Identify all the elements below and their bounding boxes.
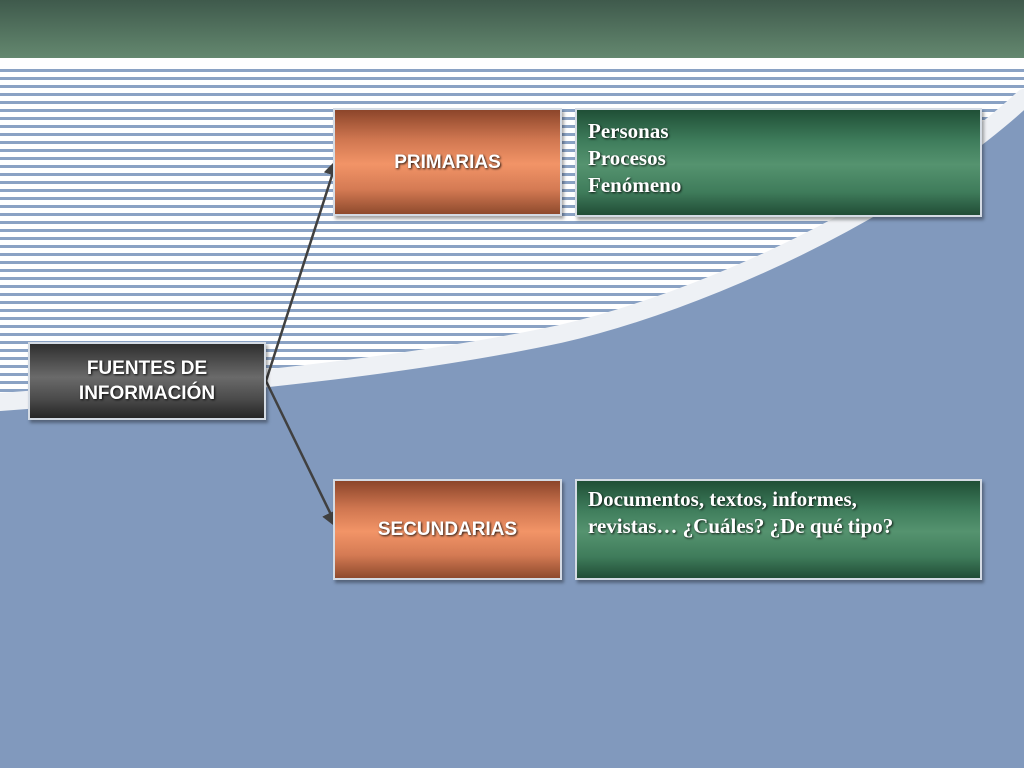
category-label-primarias: PRIMARIAS [394,151,501,173]
detail-text-line-1: Documentos, textos, informes, [588,487,857,511]
detail-list-primarias: Personas Procesos Fenómeno [588,118,970,199]
detail-node-secundarias: Documentos, textos, informes, revistas… … [575,479,982,580]
detail-node-primarias: Personas Procesos Fenómeno [575,108,982,217]
root-node-fuentes: FUENTES DE INFORMACIÓN [28,342,266,420]
root-node-label: FUENTES DE INFORMACIÓN [30,344,264,418]
detail-item: Fenómeno [588,173,682,197]
detail-item: Personas [588,119,669,143]
connector-arrow-primary [264,158,341,382]
header-divider [0,58,1024,68]
header-band [0,0,1024,58]
detail-text-secundarias: Documentos, textos, informes, revistas… … [588,486,970,540]
root-label-line-1: FUENTES DE [86,358,208,379]
category-node-secundarias: SECUNDARIAS [333,479,562,580]
root-label-line-2: INFORMACIÓN [78,383,216,404]
detail-text-line-2: revistas… ¿Cuáles? ¿De qué tipo? [588,514,894,538]
category-label-secundarias: SECUNDARIAS [377,519,518,540]
connector-arrow-secondary [264,380,339,529]
category-node-primarias: PRIMARIAS [333,108,562,216]
detail-item: Procesos [588,146,666,170]
